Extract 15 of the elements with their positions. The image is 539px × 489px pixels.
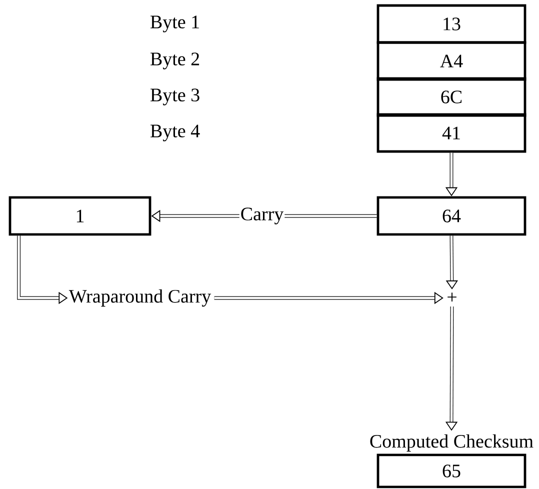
byte-label: Byte 1 [150, 16, 199, 32]
value-box: 13 [376, 4, 526, 44]
text-label: Wraparound Carry [68, 289, 212, 307]
edge-label: Carry [239, 206, 285, 226]
text-label: + [448, 292, 456, 302]
value-box: 64 [376, 196, 526, 236]
byte-label: Byte 3 [150, 88, 200, 106]
byte-label: Byte 2 [150, 52, 200, 70]
value-box: 65 [376, 454, 526, 488]
box-heading: Computed Checksum [370, 434, 534, 452]
value-box: 6C [376, 77, 526, 117]
value-box: 41 [376, 113, 526, 153]
value-box: A4 [376, 41, 526, 81]
value-box: 1 [8, 196, 152, 236]
byte-label: Byte 4 [150, 124, 200, 142]
